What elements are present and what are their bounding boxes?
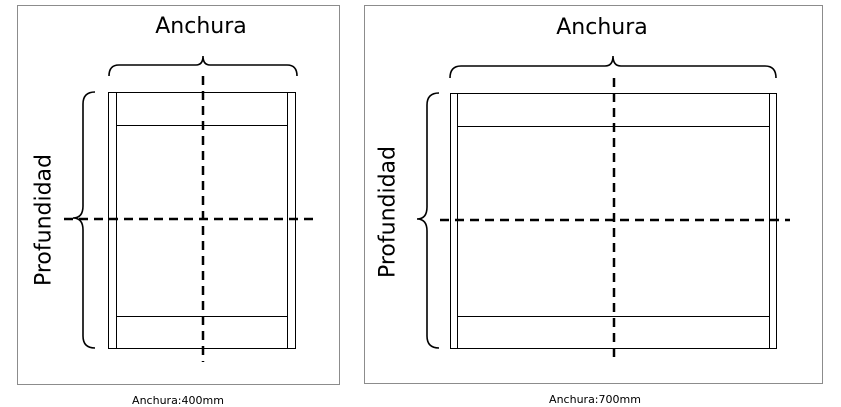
width-label: Anchura [155, 14, 247, 39]
depth-label: Profundidad [375, 145, 401, 279]
width-label: Anchura [556, 15, 648, 40]
diagram-400mm-drawing [17, 5, 340, 385]
diagram-caption: Anchura:400mm [132, 394, 224, 407]
depth-brace [416, 92, 440, 349]
width-brace [449, 55, 777, 79]
diagram-400mm: Anchura Profundidad Anchura:400mm [0, 0, 345, 407]
panel-frame [364, 5, 823, 384]
panel-frame [17, 5, 340, 385]
diagram-caption: Anchura:700mm [549, 393, 641, 406]
width-brace [108, 55, 298, 77]
